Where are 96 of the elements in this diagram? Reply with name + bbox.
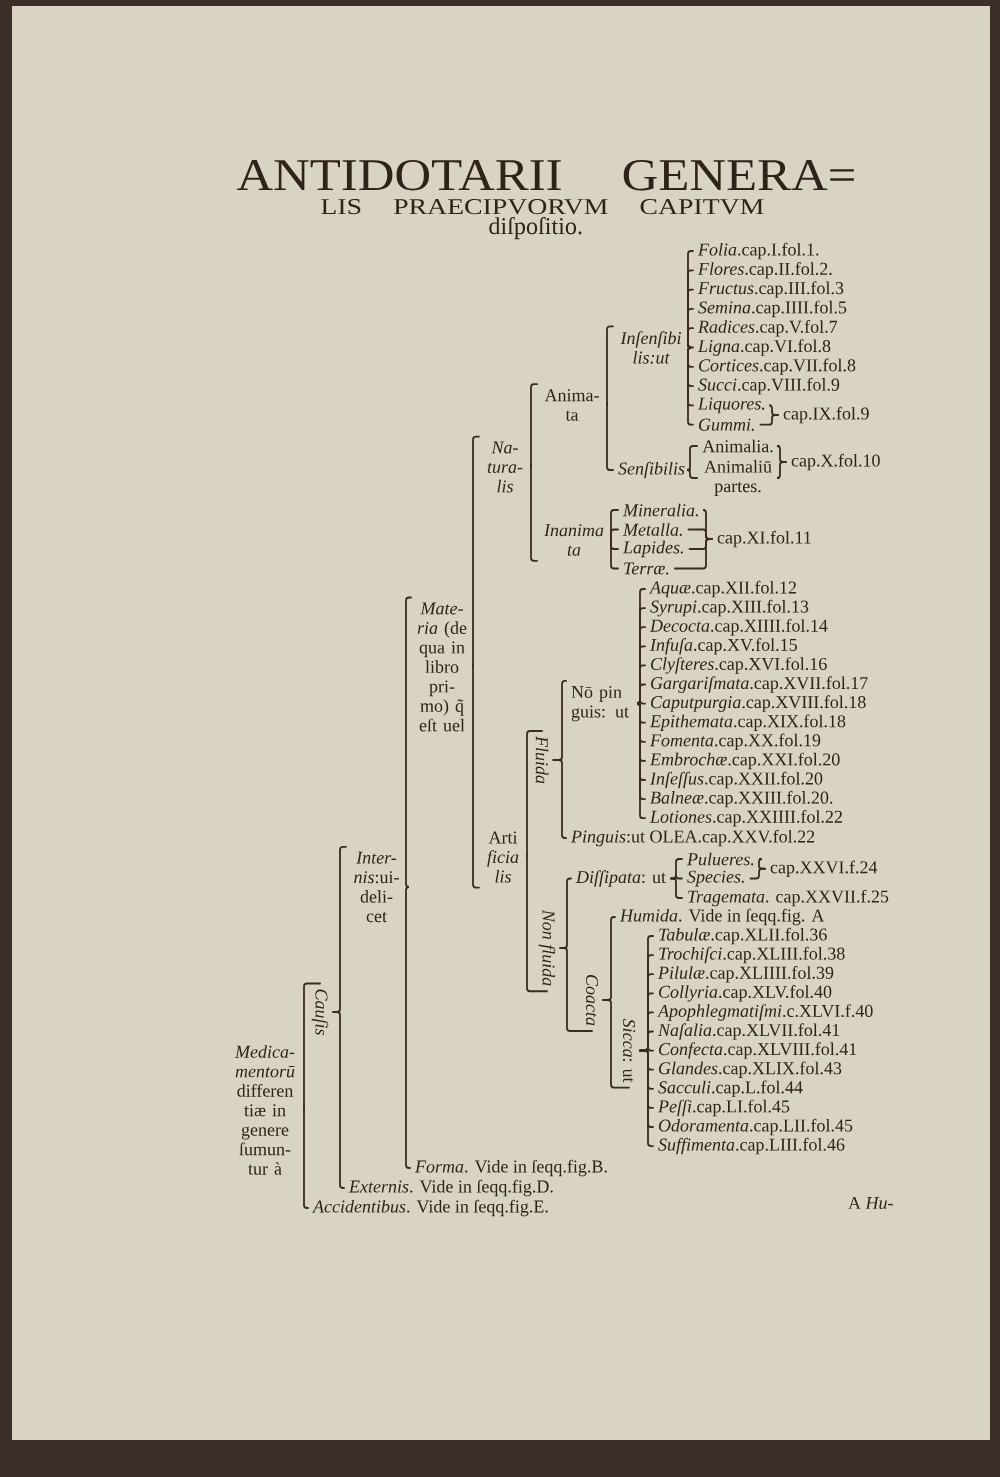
brace-line [405, 886, 411, 1169]
brace-line [670, 877, 683, 899]
brace-line [687, 346, 694, 426]
brace-line [759, 414, 779, 426]
chapter-entry: Succi.cap.VIII.fol.9 [698, 377, 840, 395]
brace-line [303, 1106, 309, 1209]
item-label: Gummi. [699, 418, 754, 431]
chapter-entry: Flores.cap.II.fol.2. [697, 262, 832, 279]
category-label: Na- tura- lis [487, 441, 523, 493]
chapter-entry: Tabulæ.cap.XLII.fol.36 [659, 927, 827, 945]
chapter-entry: Fomenta.cap.XX.fol.19 [649, 733, 821, 751]
category-label: Nō pin guis: ut [571, 685, 629, 722]
chapter-entry: Caputpurgia.cap.XVIII.fol.18 [651, 695, 866, 712]
item-label: Mineralia. [622, 503, 698, 517]
brace-line [610, 536, 619, 570]
reference-entry: Humida. Vide in ſeqq.fig. A [619, 908, 825, 926]
item-label: Animalia. [702, 439, 773, 453]
chapter-entry: Suffimenta.cap.LIII.fol.46 [658, 1137, 845, 1155]
category-label: Inſenſibi lis:ut [620, 331, 681, 364]
category-label: Inanima ta [543, 524, 604, 556]
chapter-entry: Trochiſci.cap.XLIII.fol.38 [659, 946, 845, 964]
chapter-entry: Balneæ.cap.XXIII.fol.20. [650, 790, 833, 808]
chapter-entry: Aquæ.cap.XII.fol.12 [649, 580, 796, 598]
chapter-entry: Gargariſmata.cap.XVII.fol.17 [651, 676, 868, 693]
brace-line [687, 343, 694, 349]
item-label: Terræ. [624, 562, 669, 575]
chapter-entry: Odoramenta.cap.LII.fol.45 [658, 1118, 853, 1136]
category-label: Anima- ta [544, 389, 599, 421]
chapter-entry: Pinguis:ut OLEA.cap.XXV.fol.22 [570, 829, 815, 847]
brace-line [776, 461, 787, 479]
category-label: Coacta [585, 975, 599, 1026]
chapter-entry: Syrupi.cap.XIII.fol.13 [650, 599, 809, 617]
reference-entry: Externis. Vide in ſeqq.fig.D. [348, 1179, 553, 1197]
reference-entry: Accidentibus. Vide in ſeqq.fig.E. [312, 1199, 548, 1217]
catchword: A Hu- [848, 1196, 893, 1210]
chapter-entry: Folia.cap.I.fol.1. [697, 242, 819, 260]
chapter-entry: Epithemata.cap.XIX.fol.18 [649, 714, 846, 731]
brace-line [602, 999, 630, 1089]
title: ANTIDOTARII GENERA= LIS PRAECIPVORVM CAPITVM diſpoſitio. [236, 160, 854, 240]
brace-line [636, 702, 646, 820]
category-label: Arti ficia lis [487, 831, 519, 883]
chapter-entry: Radices.cap.V.fol.7 [697, 319, 838, 337]
chapter-entry: Apophlegmatiſmi.c.XLVI.f.40 [657, 1004, 873, 1021]
chapter-reference: cap.X.fol.10 [791, 453, 880, 471]
category-label: Medica- mentorū differen tiæ in genere ſumun- tur à [234, 1045, 295, 1175]
chapter-entry: Cortices.cap.VII.fol.8 [699, 358, 856, 376]
reference-entry: Forma. Vide in ſeqq.fig.B. [414, 1159, 607, 1177]
brace-line [639, 1049, 654, 1147]
chapter-entry: Fructus.cap.III.fol.3 [697, 281, 844, 298]
item-label: Animaliū partes. [704, 460, 772, 496]
category-label: Inter- nis:ui- deli- cet [354, 851, 399, 923]
brace-line [673, 538, 713, 570]
chapter-entry: Lotiones.cap.XXIIII.fol.22 [649, 809, 842, 827]
chapter-reference: cap.XXVI.f.24 [770, 860, 878, 877]
chapter-entry: Sacculi.cap.L.fol.44 [658, 1080, 803, 1098]
item-label: Species. [687, 870, 744, 887]
brace-line [606, 401, 614, 471]
chapter-entry: Clyſteres.cap.XVI.fol.16 [651, 657, 827, 674]
chapter-entry: Tragemata. cap.XXVII.f.25 [688, 889, 889, 907]
brace-line [332, 1011, 345, 1189]
item-label: Liquores. [697, 397, 765, 414]
chapter-entry: Semina.cap.IIII.fol.5 [698, 300, 847, 318]
chapter-reference: cap.XI.fol.11 [717, 530, 811, 548]
chapter-entry: Ligna.cap.VI.fol.8 [697, 339, 831, 356]
chapter-entry: Pilulæ.cap.XLIIII.fol.39 [657, 965, 834, 983]
brace-line [636, 699, 646, 705]
chapter-entry: Glandes.cap.XLIX.fol.43 [659, 1061, 842, 1078]
chapter-entry: Confecta.cap.XLVIII.fol.41 [659, 1042, 857, 1059]
item-label: Metalla. [622, 523, 682, 536]
brace-line [686, 445, 698, 471]
brace-line [405, 596, 412, 888]
chapter-entry: Infuſa.cap.XV.fol.15 [649, 638, 797, 655]
item-label: Pulueres. [686, 852, 754, 866]
category-label: Mate- ria (de qua in libro pri- mo) q̃ eſt uel [417, 602, 467, 732]
brace-line [686, 469, 698, 479]
brace-line [530, 463, 538, 562]
brace-line [526, 853, 548, 993]
chapter-entry: Decocta.cap.XIIII.fol.14 [649, 618, 828, 636]
category-label: Diſſipata: ut [575, 870, 666, 887]
category-label: Senſibilis [618, 461, 685, 479]
chapter-entry: Collyria.cap.XLV.fol.40 [659, 985, 832, 1002]
brace-line [749, 867, 766, 880]
category-label: Sicca: ut [622, 1018, 636, 1083]
chapter-entry: Inſeſſus.cap.XXII.fol.20 [649, 771, 823, 789]
brace-line [552, 759, 567, 839]
chapter-entry: Embrochæ.cap.XXI.fol.20 [649, 752, 840, 770]
category-label: Cauſis [311, 989, 329, 1035]
category-label: Fluida [535, 735, 549, 784]
brace-line [472, 663, 480, 889]
chapter-entry: Peſſi.cap.LI.fol.45 [657, 1099, 790, 1117]
category-label: Non fluida [538, 909, 556, 986]
chapter-reference: cap.IX.fol.9 [783, 406, 869, 424]
item-label: Lapides. [622, 540, 683, 558]
chapter-entry: Naſalia.cap.XLVII.fol.41 [657, 1023, 840, 1040]
brace-line [670, 874, 683, 880]
brace-line [559, 947, 593, 1032]
